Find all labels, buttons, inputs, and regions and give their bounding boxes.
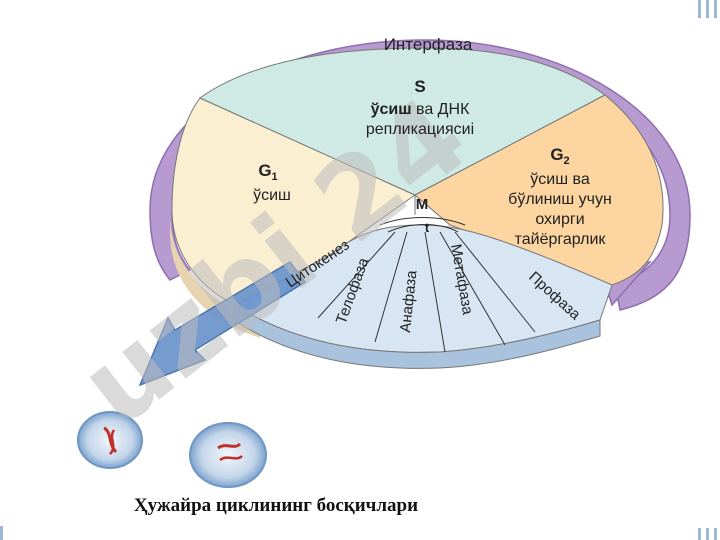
s-line1-bold: ўсиш xyxy=(371,101,412,118)
daughter-cell-right xyxy=(189,422,267,488)
cytokinesis-arrow xyxy=(138,261,307,387)
s-sector xyxy=(199,47,606,196)
g2-line-2: бўлиниш учун xyxy=(508,191,612,208)
m-label: M xyxy=(416,196,429,213)
g2-line-3: охирги xyxy=(535,211,584,228)
phase-dividers xyxy=(317,231,536,353)
interphase-label: Интерфаза xyxy=(384,35,473,54)
g2-title: G2 xyxy=(550,145,569,167)
g2-title-sub: 2 xyxy=(564,155,570,167)
g1-text: ўсиш xyxy=(253,187,291,204)
s-line2: репликациясиі xyxy=(366,121,474,138)
corner-decoration-bottom xyxy=(694,528,720,540)
g2-line-1: ўсиш ва xyxy=(530,171,590,188)
g1-title-letter: G xyxy=(258,161,271,180)
g2-sector xyxy=(414,94,664,286)
daughter-cell-left xyxy=(77,411,143,469)
g2-line-4: тайёргарлик xyxy=(515,231,607,248)
figure-caption: Ҳужайра циклининг босқичлари xyxy=(133,495,419,516)
left-edge-decoration xyxy=(0,526,3,540)
corner-decoration-top xyxy=(694,0,720,18)
g1-title-sub: 1 xyxy=(272,171,278,183)
s-line1-rest: ва ДНК xyxy=(412,101,471,118)
s-line1: ўсиш ва ДНК xyxy=(371,101,470,118)
phase-anaphase: Анафаза xyxy=(397,269,420,333)
g1-sector xyxy=(171,97,417,306)
s-title: S xyxy=(414,77,425,96)
t-label: t xyxy=(425,220,430,235)
g2-title-letter: G xyxy=(550,145,563,164)
g1-title: G1 xyxy=(258,161,277,183)
